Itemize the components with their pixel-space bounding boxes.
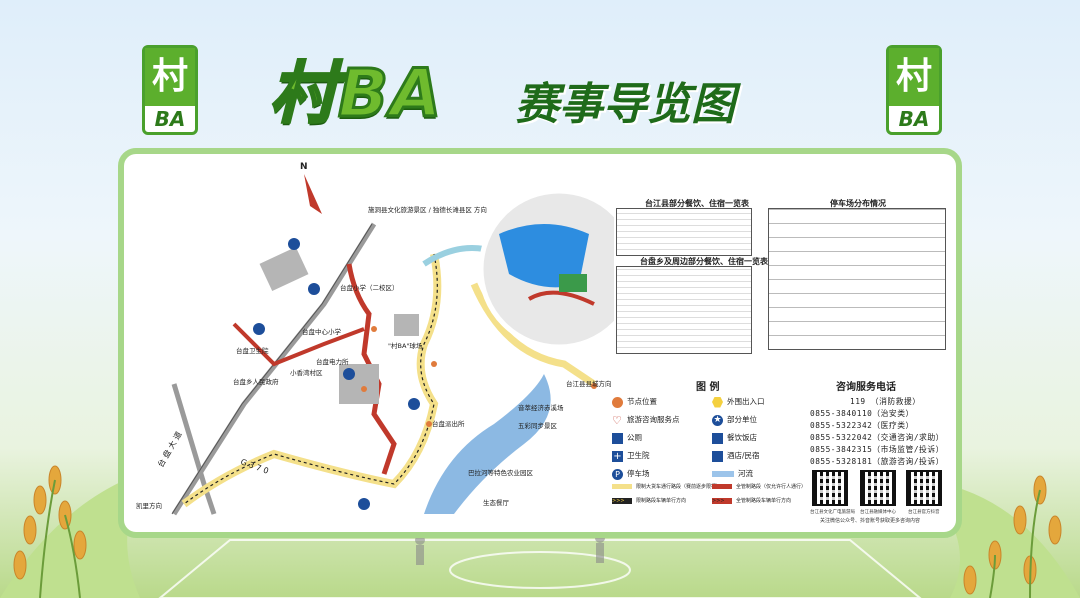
contact-title: 咨询服务电话: [836, 382, 896, 393]
cunba-logo-right: 村 BA: [886, 45, 942, 135]
heart-icon: ♡: [612, 413, 622, 427]
map-legend: 图 例 节点位置 外围出入口 ♡旅游咨询服务点 ★部分单位 公厕 餐饮饭店 +卫…: [612, 378, 808, 508]
logo-text-top: 村: [889, 48, 939, 106]
label-cunba-ball: "村BA"球场: [388, 342, 423, 350]
phone-2: 0855-5322342（医疗类）: [810, 421, 914, 430]
qr-label-0: 台江县文化广电旅游局: [810, 510, 855, 515]
food2-table-title: 台盘乡及周边部分餐饮、住宿一览表: [640, 257, 768, 266]
phone-5: 0855-5328181（旅游咨询/投诉）: [810, 457, 944, 466]
logo-text-top: 村: [145, 48, 195, 106]
legend-info: ♡旅游咨询服务点: [612, 413, 680, 427]
label-public-security: 台盘派出所: [432, 420, 465, 428]
qr-label-2: 台江县官方抖音: [908, 510, 940, 515]
legend-clinic: +卫生院: [612, 450, 650, 462]
contact-panel: 咨询服务电话 119 （消防救援） 0855-3840110（治安类） 0855…: [810, 378, 956, 528]
legend-river: 河流: [712, 468, 753, 479]
label-taipan-primary: 台盘小学（二校区）: [340, 284, 399, 292]
label-bala-farm: 巴拉河等特色农业园区: [468, 469, 533, 477]
toilet-icon: [612, 432, 623, 444]
legend-title: 图 例: [696, 382, 720, 393]
food-table-title: 台江县部分餐饮、住宿一览表: [645, 199, 749, 208]
qr-label-1: 台江县融媒体中心: [860, 510, 896, 515]
legend-unit: ★部分单位: [712, 414, 757, 426]
label-scenic-dir: 施洞县文化旅游景区 / 独德长滩县区 方向: [368, 206, 487, 214]
logo-text-bottom: BA: [154, 107, 186, 131]
hexagon-icon: [712, 396, 723, 408]
legend-one-way: >>>限制路段车辆单行方向: [612, 497, 687, 504]
label-ecological: 生态餐厅: [483, 499, 509, 507]
star-icon: ★: [712, 414, 723, 426]
label-power-station: 台盘电力所: [316, 358, 349, 366]
label-xiaohong-village: 小香湾村区: [290, 369, 323, 377]
label-wuyan: 五彩同步景区: [518, 422, 557, 430]
label-township-office: 台盘乡人民政府: [233, 378, 279, 386]
restricted-road-icon: [612, 484, 632, 489]
node-icon: [612, 396, 623, 408]
label-hospital: 台盘卫生院: [236, 347, 269, 355]
restaurant-icon: [712, 432, 723, 444]
title-sub: 赛事导览图: [515, 79, 735, 130]
phone-0: 119 （消防救援）: [850, 397, 921, 406]
controlled-road-icon: [712, 484, 732, 489]
cunba-logo-left: 村 BA: [142, 45, 198, 135]
legend-node: 节点位置: [612, 396, 657, 408]
food2-table: [616, 266, 752, 354]
legend-full-one-way: >>>全管制路段车辆单行方向: [712, 497, 792, 504]
food-table: [616, 208, 752, 256]
page-title: 村BA 赛事导览图: [268, 40, 830, 134]
phone-3: 0855-5322042（交通咨询/求助）: [810, 433, 944, 442]
north-arrow-icon: [304, 174, 322, 214]
qr-caption: 关注微信公众号、抖音账号获取更多咨询内容: [820, 518, 921, 524]
phone-4: 0855-3842315（市场监管/投诉）: [810, 445, 944, 454]
north-label: N: [300, 162, 308, 172]
legend-controlled: 全管制路段（仅允许行人通行）: [712, 483, 806, 490]
qr-code-media[interactable]: [860, 470, 896, 506]
river: [424, 374, 551, 514]
legend-toilet: 公厕: [612, 432, 642, 444]
cross-icon: +: [612, 450, 623, 462]
label-taipan-middle: 台盘中心小学: [302, 328, 341, 336]
parking-table: [768, 208, 946, 350]
title-main: 村BA: [268, 54, 444, 134]
qr-code-wechat[interactable]: [812, 470, 848, 506]
logo-text-bottom: BA: [898, 107, 930, 131]
label-yinyang: 音萃经济赤溪场: [518, 404, 564, 412]
qr-code-douyin[interactable]: [906, 470, 942, 506]
legend-hotel: 酒店/民宿: [712, 450, 760, 462]
parking-icon: P: [612, 468, 623, 480]
bed-icon: [712, 450, 723, 462]
legend-restricted: 限制大货车通行路段（赛前逐步限行）: [612, 483, 721, 490]
full-one-way-icon: >>>: [712, 497, 732, 504]
label-dazhai: 台江县县城方向: [566, 380, 612, 388]
river-icon: [712, 471, 734, 477]
legend-restaurant: 餐饮饭店: [712, 432, 757, 444]
phone-1: 0855-3840110（治安类）: [810, 409, 914, 418]
label-exit-dir: 凯里方向: [136, 502, 162, 510]
route-map: [171, 174, 614, 516]
parking-table-title: 停车场分布情况: [830, 199, 886, 208]
legend-entrance: 外围出入口: [712, 396, 765, 408]
one-way-icon: >>>: [612, 497, 632, 504]
